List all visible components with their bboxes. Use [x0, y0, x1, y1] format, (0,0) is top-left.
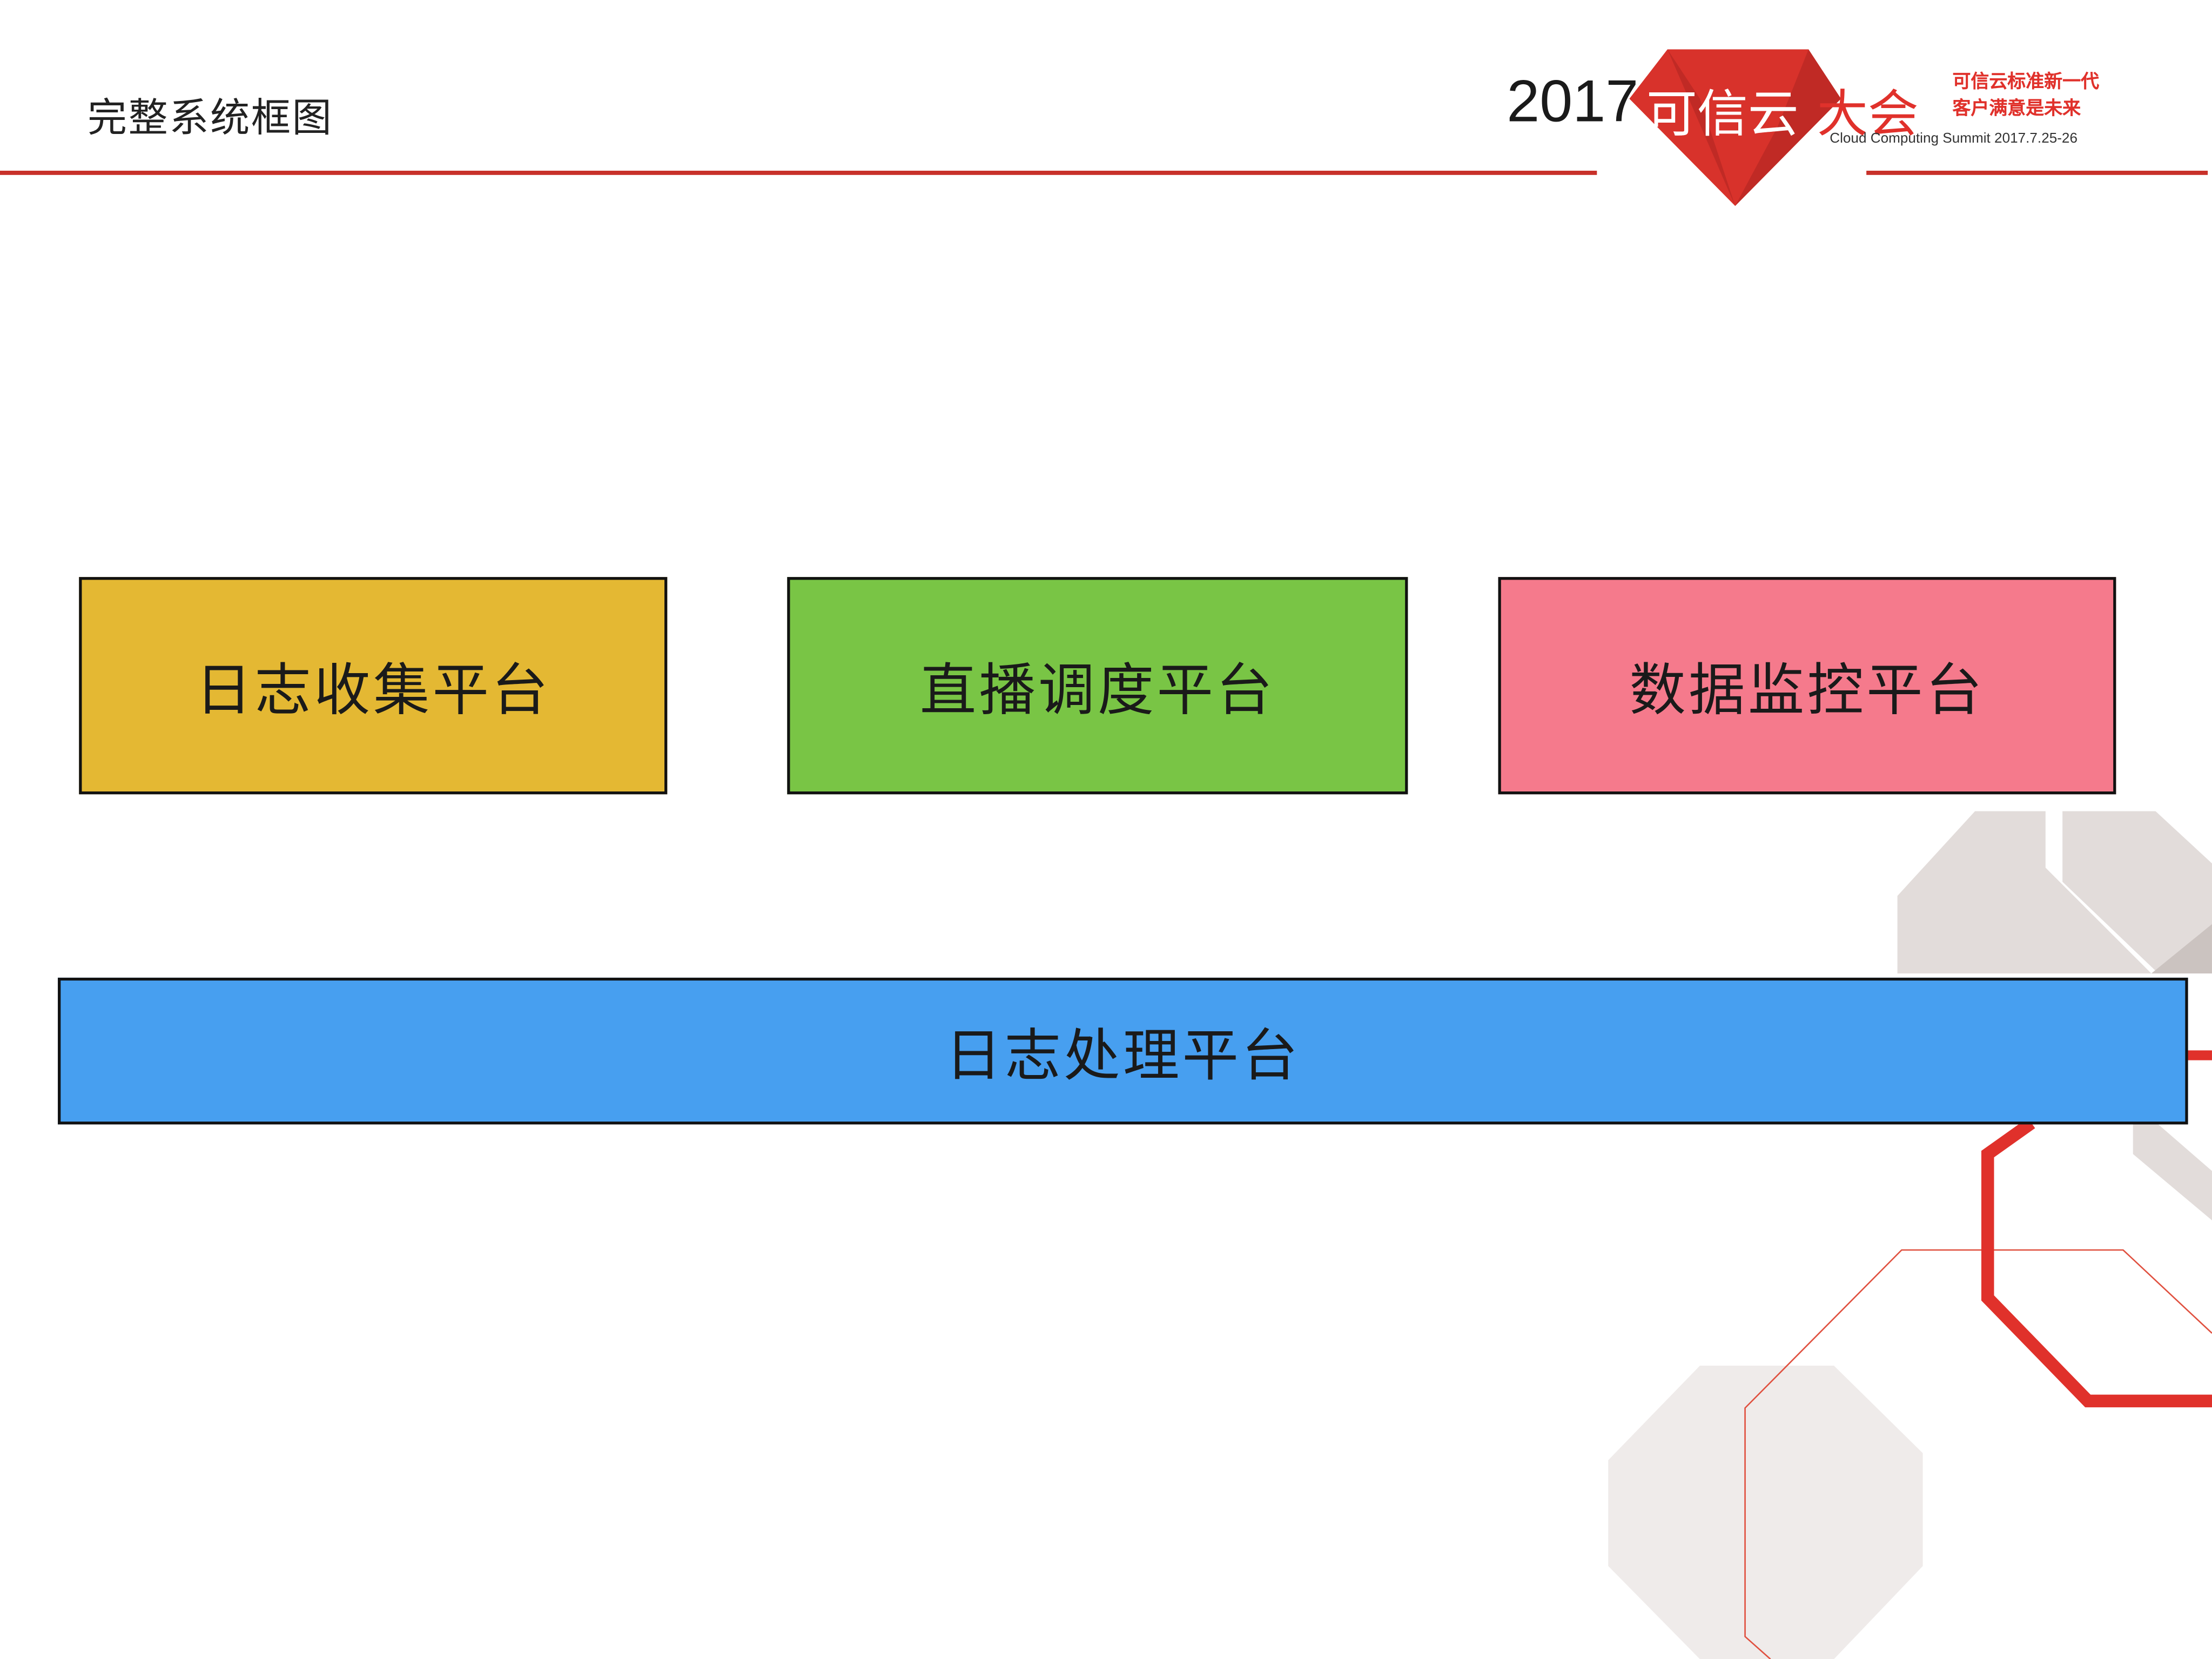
logo-facet — [1735, 49, 1841, 206]
logo-tagline-2: 客户满意是未来 — [1952, 98, 2081, 120]
header-rule-right — [1866, 171, 2208, 175]
slide-title: 完整系统框图 — [87, 94, 333, 142]
box-log-collection: 日志收集平台 — [79, 577, 668, 795]
gray-octagon-top-right — [2062, 811, 2212, 974]
box-log-processing: 日志处理平台 — [58, 977, 2188, 1125]
box-data-monitoring: 数据监控平台 — [1498, 577, 2116, 795]
header-rule-left — [0, 171, 1597, 175]
gray-octagon-top — [1897, 811, 2152, 974]
logo-diamond — [1629, 49, 1841, 206]
logo-subtitle: Cloud Computing Summit 2017.7.25-26 — [1830, 131, 2077, 147]
gray-octagon-lower-right — [2133, 1124, 2212, 1221]
logo-year: 2017 — [1507, 68, 1639, 135]
thin-red-octagon — [1744, 1249, 2212, 1659]
box-live-scheduling: 直播调度平台 — [787, 577, 1408, 795]
logo-tagline-1: 可信云标准新一代 — [1952, 72, 2100, 93]
logo-name-red: 大会 — [1817, 86, 1919, 144]
logo-name-white: 可信云 — [1646, 86, 1799, 144]
thick-red-octagon — [1981, 1118, 2212, 1408]
light-octagon-bottom — [1608, 1366, 1923, 1659]
